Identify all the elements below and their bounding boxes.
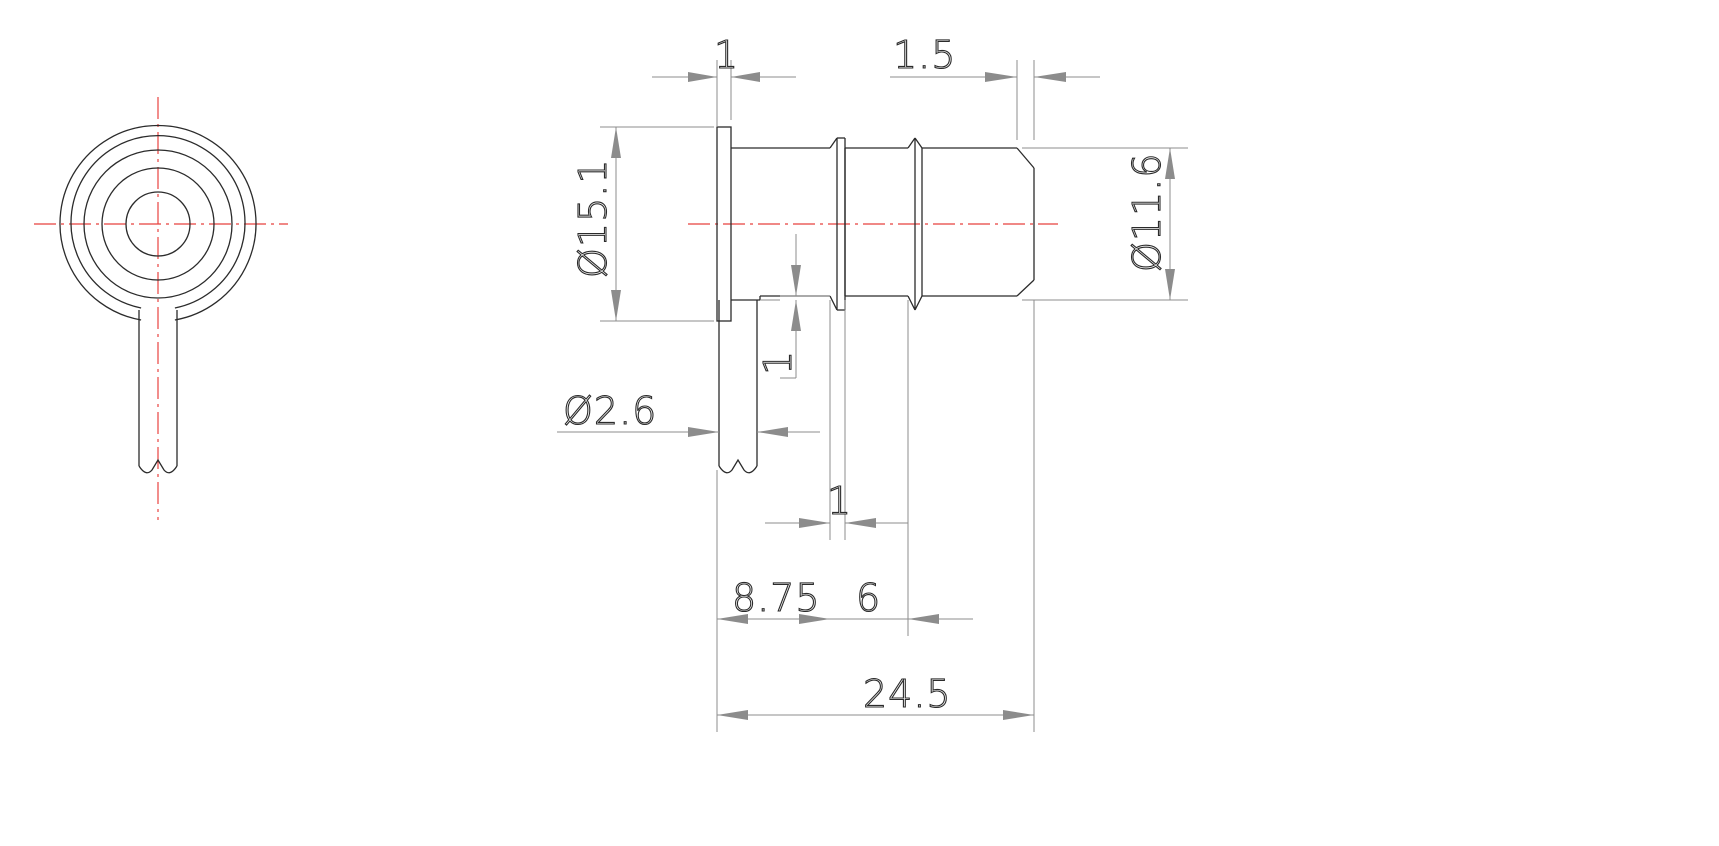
- flange-diameter-label: Ø15.1: [571, 158, 615, 278]
- rib-2: [907, 137, 923, 311]
- body-circle: [83, 149, 233, 299]
- dim-body-diameter: Ø11.6: [1022, 147, 1188, 301]
- rib-pitch-label: 6: [856, 576, 881, 620]
- side-view: 1 1.5 Ø15.1 Ø11.6: [557, 32, 1188, 732]
- end-view-centerlines: [34, 97, 288, 520]
- end-view-circles: [59, 124, 257, 321]
- step-circle: [101, 167, 215, 281]
- rib-1: [829, 137, 846, 311]
- pin-diameter-label: Ø2.6: [563, 389, 657, 433]
- end-view: [34, 97, 288, 520]
- dim-pin-diameter: Ø2.6: [557, 388, 820, 437]
- flange-inner-circle: [70, 135, 246, 309]
- pin-break-line: [138, 458, 178, 474]
- outer-flange-circle: [59, 124, 257, 321]
- part-outline: [716, 126, 1035, 474]
- side-view-pin: [718, 300, 758, 474]
- bore-circle: [125, 191, 191, 257]
- flange-thickness-label: 1: [714, 33, 739, 77]
- dim-rib-positions: 8.75 6: [716, 300, 973, 732]
- dim-rib-thickness: 1.5: [890, 32, 1100, 140]
- dim-overall-length: 24.5: [717, 300, 1035, 732]
- end-view-pin: [138, 310, 178, 474]
- body-diameter-label: Ø11.6: [1125, 152, 1169, 272]
- overall-length-label: 24.5: [863, 672, 952, 716]
- dim-step-height: 1: [755, 234, 830, 379]
- dim-flange-diameter: Ø15.1: [570, 126, 714, 322]
- dim-rib-width: 1: [765, 300, 908, 540]
- rib-width-label: 1: [827, 479, 852, 523]
- dim-flange-thickness: 1: [652, 32, 796, 127]
- flange: [716, 126, 732, 322]
- side-pin-break-line: [718, 458, 758, 474]
- rib-thickness-label: 1.5: [893, 33, 956, 77]
- flange-to-rib-label: 8.75: [732, 576, 821, 620]
- step-height-label: 1: [756, 350, 800, 375]
